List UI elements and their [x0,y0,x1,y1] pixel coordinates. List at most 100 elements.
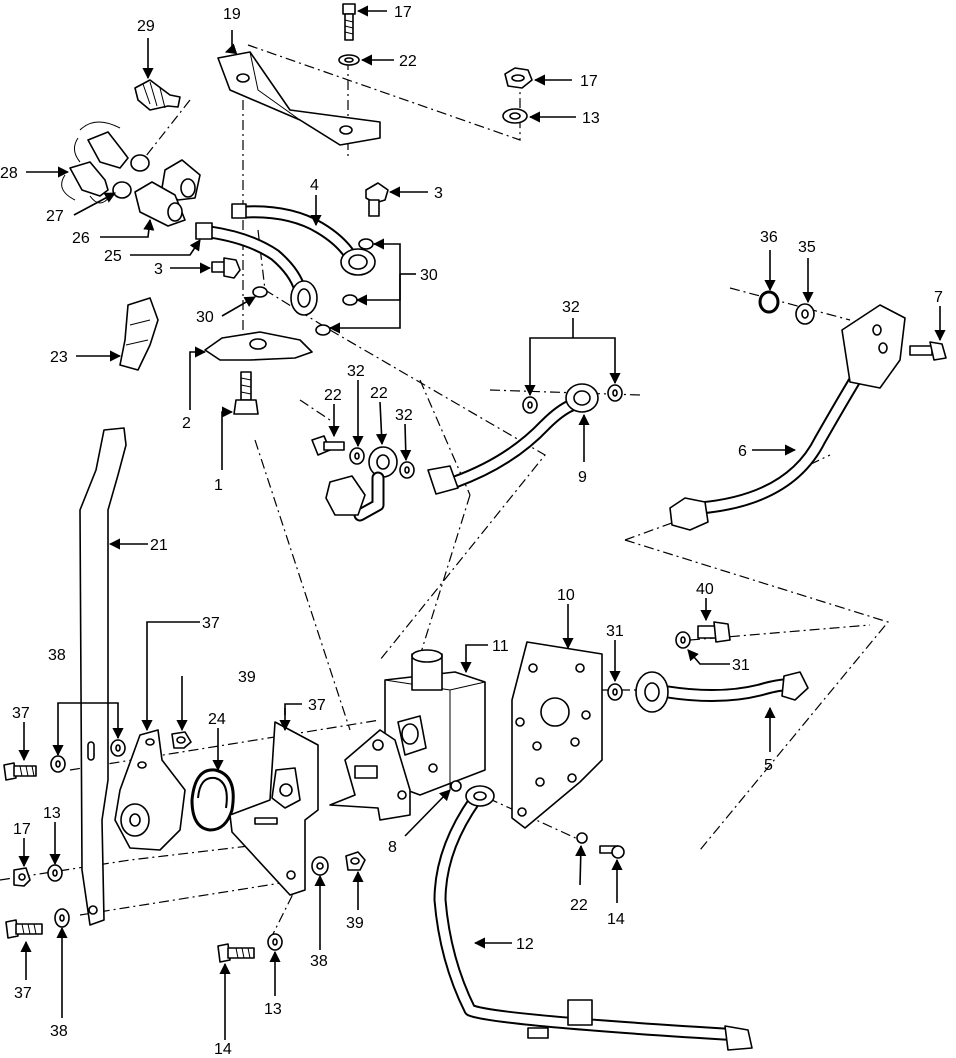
callout-11: 11 [492,638,509,655]
callout-27: 27 [46,208,64,225]
washer-13-lower-left [47,864,63,882]
bolt-21 [342,3,356,41]
callout-32-top: 32 [562,299,580,316]
callout-39-lower: 39 [346,915,364,932]
bolt-37-upper [3,762,37,781]
tube-5 [635,671,809,713]
callout-26: 26 [72,230,90,247]
tube-9 [427,383,599,495]
bolt-7 [909,341,947,361]
callout-38-upper: 38 [48,647,66,664]
washer-32-left [349,447,365,465]
hose-4 [231,203,376,276]
callout-13-lower-left: 13 [43,805,61,822]
callout-30-right: 30 [420,267,438,284]
clamp-2 [204,331,313,361]
callout-2: 2 [182,415,191,432]
callout-labels: 29 19 17 22 17 13 28 27 26 25 4 3 3 30 3… [0,4,943,1058]
washer-32-right [399,461,415,479]
banjo-fitting-18 [325,446,398,522]
callout-15: 21 [150,537,168,554]
callout-32-right: 32 [395,407,413,424]
callout-16: 14 [607,911,625,928]
callout-7: 7 [934,289,943,306]
callout-8: 8 [388,839,397,856]
nut-39-upper [171,731,192,749]
nut-17-lower [13,867,31,887]
callout-5: 5 [764,757,773,774]
adapter-26 [134,159,201,227]
bolt-1 [233,371,259,415]
callout-22-top: 22 [399,53,417,70]
tube-6 [669,304,906,531]
callout-13-top: 13 [582,110,600,127]
banjo-bolt-3-left [211,257,241,279]
lock-washer-13-top [502,108,528,124]
callout-20: 23 [50,349,68,366]
callout-9: 9 [578,469,587,486]
callout-22-lower: 22 [570,897,588,914]
callout-28: 28 [0,165,18,182]
callout-17-top: 17 [580,73,598,90]
callout-39-upper: 39 [238,669,256,686]
fitting-8 [450,780,462,792]
nut-17-top [504,67,533,89]
callout-31-right: 31 [732,657,750,674]
quick-coupler-28 [61,121,150,204]
callout-3-top: 3 [434,185,443,202]
connector-20 [119,297,159,371]
bracket-23 [217,51,381,146]
callout-19: 22 [324,387,342,404]
washer-38-lower-center [311,856,329,876]
banjo-bolt-40 [697,621,731,643]
callout-35: 37 [308,697,326,714]
callout-12: 12 [516,936,534,953]
spring-24 [190,768,235,832]
callout-33: 35 [798,239,816,256]
callout-40: 40 [696,581,714,598]
screw-16 [599,845,625,859]
callout-10: 10 [557,587,575,604]
callout-18: 22 [370,385,388,402]
cam-36 [114,729,186,851]
nut-39-lower [345,851,366,871]
bolt-37-lower [5,919,43,939]
callout-32-left: 32 [347,363,365,380]
callout-6: 6 [738,443,747,460]
washer-32-upper-left [522,396,538,414]
plate-35 [229,721,319,896]
lever-15 [79,427,127,926]
washer-33 [795,303,815,325]
washer-22-top [338,54,360,66]
leader-lines [18,5,946,1040]
washer-38-upper-left [50,755,66,773]
fitting-29 [134,79,181,111]
banjo-bolt-19 [311,435,345,456]
washer-34 [758,290,780,314]
callout-25: 25 [104,248,122,265]
bolt-14 [217,943,255,963]
callout-37-upper: 37 [12,705,30,722]
banjo-bolt-3-top [365,182,389,217]
callout-4: 4 [310,177,319,194]
callout-24: 24 [208,711,226,728]
mounting-bracket [329,729,411,821]
callout-3-left: 3 [154,261,163,278]
callout-31-left: 31 [606,623,624,640]
callout-17-lower: 17 [13,821,31,838]
hose-25 [195,222,318,316]
washer-32-upper-right [607,384,623,402]
callout-38-lower-left: 38 [50,1023,68,1040]
callout-21: 17 [394,4,412,21]
callout-14: 14 [214,1041,232,1058]
valve-block-11 [384,649,486,796]
washer-31-right [675,631,691,649]
callout-1: 1 [214,477,223,494]
washer-13-lower-center [267,933,283,951]
mounting-plate-10 [511,641,603,829]
callout-36: 37 [202,615,220,632]
callout-29: 29 [137,18,155,35]
tube-12 [433,785,753,1051]
callout-38-lower-center: 38 [310,953,328,970]
